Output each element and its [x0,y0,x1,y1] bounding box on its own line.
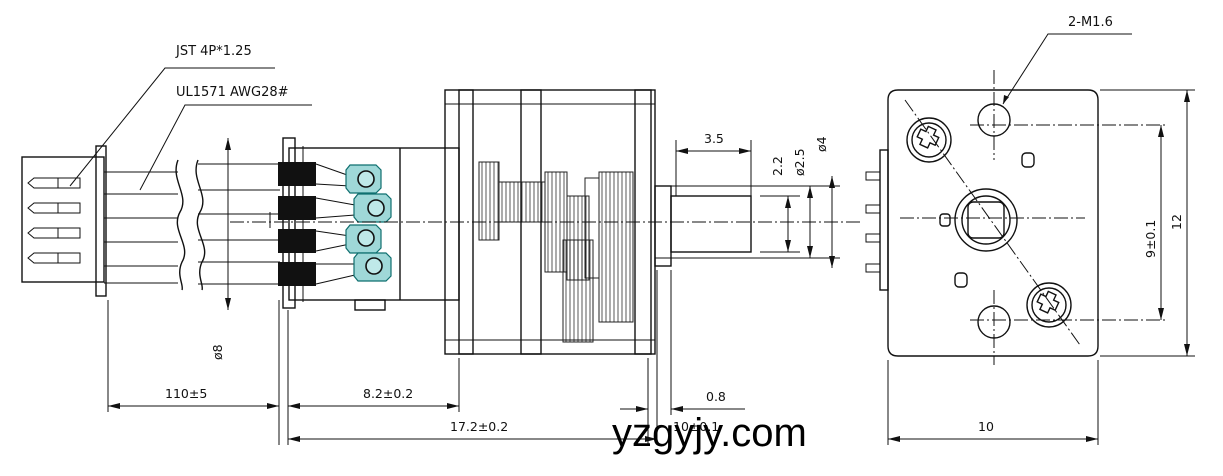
dim-cable-length: 110±5 [165,386,207,401]
dim-width: 10 [978,419,994,434]
wire-bundle [104,159,280,291]
wire-label: UL1571 AWG28# [176,85,289,100]
dim-motor-dia: ø8 [210,344,225,360]
label-leaders [69,67,312,191]
screw-bottom [1026,282,1072,328]
annotation-text: JST 4P*1.25 UL1571 AWG28# 2-M1.6 110±5 8… [165,15,1184,434]
dimension-lines [107,89,1195,445]
dim-gearbox-length: 10±0.1 [673,419,719,434]
dim-shaft-flat: 2.2 [770,156,785,176]
screw-top [906,117,952,163]
motor-body [278,137,460,311]
screw-label: 2-M1.6 [1068,15,1113,30]
dim-hole-spacing: 9±0.1 [1143,220,1158,258]
solder-pads [345,164,392,282]
dim-total-length: 17.2±0.2 [450,419,508,434]
connector-label: JST 4P*1.25 [175,44,252,59]
dim-shaft-dia: ø2.5 [792,148,807,176]
dim-height: 12 [1169,214,1184,230]
watermark: yzgyjy.com [612,411,807,455]
dim-boss-dia: ø4 [814,136,829,152]
end-view [865,33,1165,365]
dim-flange: 0.8 [706,389,726,404]
dim-motor-length: 8.2±0.2 [363,386,413,401]
jst-connector [21,145,107,297]
dim-shaft-length: 3.5 [704,131,724,146]
